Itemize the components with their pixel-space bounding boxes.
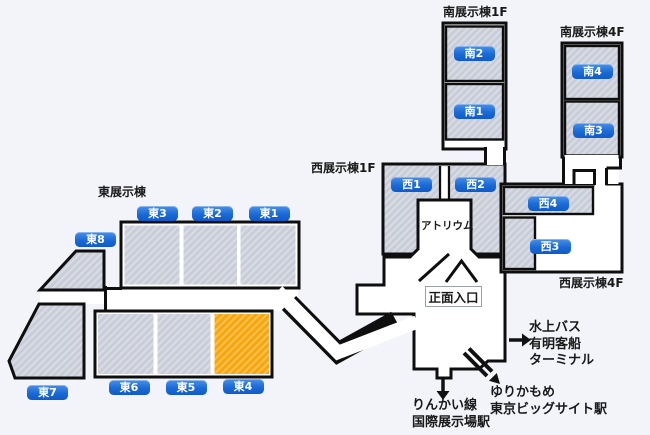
hall-badge-east2[interactable]: 東2	[192, 206, 233, 221]
east-galleria-corridor	[104, 288, 298, 311]
hall-badge-south3[interactable]: 南3	[573, 123, 614, 138]
hall-badge-east8[interactable]: 東8	[75, 232, 116, 247]
hall-badge-south2[interactable]: 南2	[453, 45, 495, 61]
hall-east6-shape[interactable]	[98, 314, 154, 374]
stairs-wedge	[444, 258, 479, 283]
east-building-label: 東展示棟	[98, 185, 147, 199]
hall-badge-east7[interactable]: 東7	[27, 385, 68, 400]
rinkai-arrow-icon	[436, 379, 450, 400]
hall-east5-shape[interactable]	[157, 314, 211, 374]
east8-east7-passage	[40, 291, 104, 304]
west1-west2-divider	[441, 166, 448, 202]
hall-badge-east5[interactable]: 東5	[165, 379, 207, 395]
hall-east4-shape-highlighted[interactable]	[214, 314, 270, 374]
hall-east1-shape[interactable]	[240, 225, 296, 285]
atrium-label: アトリウム	[421, 220, 474, 232]
west-1f-building-label: 西展示棟1F	[311, 161, 376, 175]
hall-east2-shape[interactable]	[183, 225, 238, 285]
hall-east8-shape[interactable]	[36, 249, 106, 292]
hall-badge-west4[interactable]: 西4	[527, 196, 569, 211]
rinkai-line-station-label: りんかい線 国際展示場駅	[412, 398, 491, 430]
yurikamome-escalator-arrow-icon	[462, 347, 500, 384]
south-4f-building-label: 南展示棟4F	[560, 25, 625, 39]
south-west-corridor	[486, 145, 504, 165]
hall-badge-east4[interactable]: 東4	[222, 379, 264, 394]
west-4f-building-label: 西展示棟4F	[559, 276, 624, 290]
hall-east7-shape[interactable]	[7, 302, 86, 380]
hall-badge-east1[interactable]: 東1	[248, 206, 290, 221]
main-entrance-label: 正面入口	[425, 286, 482, 307]
hall-badge-south4[interactable]: 南4	[572, 64, 613, 79]
stairs-edge-line	[417, 252, 451, 283]
hall-east3-shape[interactable]	[124, 225, 180, 285]
hall-badge-west2[interactable]: 西2	[455, 177, 496, 192]
water-bus-arrow-icon	[509, 333, 531, 347]
hall-badge-west1[interactable]: 西1	[391, 177, 432, 192]
hall-badge-east6[interactable]: 東6	[108, 379, 150, 395]
hall-badge-east3[interactable]: 東3	[137, 206, 178, 221]
corridor4f-notch	[572, 169, 596, 185]
v-walkway	[272, 286, 420, 361]
water-bus-terminal-label: 水上バス 有明客船 ターミナル	[529, 320, 595, 368]
hall-badge-west3[interactable]: 西3	[529, 238, 571, 254]
south-1f-building-label: 南展示棟1F	[443, 5, 508, 19]
south-west-corridor-walls	[484, 147, 506, 166]
hall-badge-south1[interactable]: 南1	[453, 103, 495, 119]
yurikamome-station-label: ゆりかもめ 東京ビッグサイト駅	[490, 385, 608, 417]
west-divider-walls	[438, 166, 451, 201]
corridor4f-right-step	[605, 157, 622, 185]
